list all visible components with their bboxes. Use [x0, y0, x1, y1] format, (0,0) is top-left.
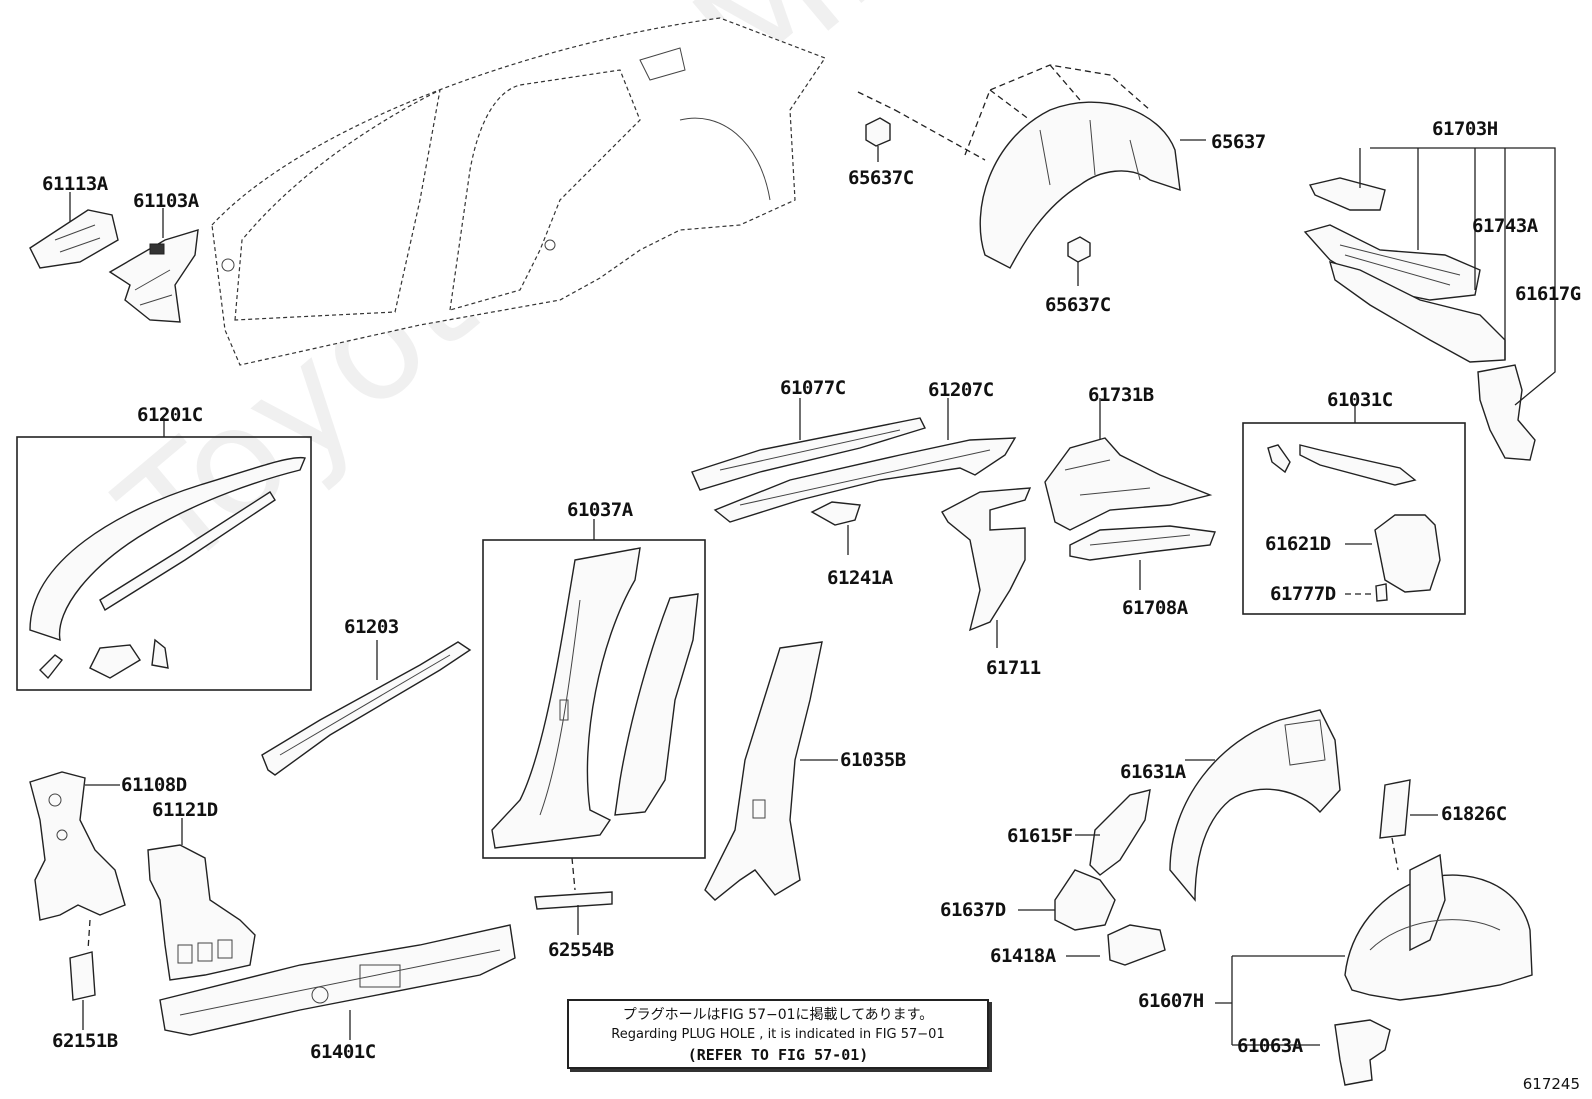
label-61031c[interactable]: 61031C: [1327, 389, 1393, 411]
rear-panel-group-drawing: [1303, 147, 1556, 461]
part-61708a-drawing: [1069, 525, 1216, 590]
part-61711-drawing: [941, 487, 1032, 648]
label-61241a[interactable]: 61241A: [827, 567, 893, 589]
part-61615f-drawing: [1075, 789, 1151, 876]
part-61103a-drawing: [108, 208, 199, 323]
label-65637c-lower[interactable]: 65637C: [1045, 294, 1111, 316]
label-61617g[interactable]: 61617G: [1515, 283, 1581, 305]
label-61703h[interactable]: 61703H: [1432, 118, 1498, 140]
label-61621d[interactable]: 61621D: [1265, 533, 1331, 555]
label-61637d[interactable]: 61637D: [940, 899, 1006, 921]
figure-code: 617245: [1522, 1075, 1580, 1093]
label-62554b[interactable]: 62554B: [548, 939, 614, 961]
label-61777d[interactable]: 61777D: [1270, 583, 1336, 605]
part-61241a-drawing: [810, 501, 861, 555]
part-61731b-drawing: [1044, 398, 1213, 531]
part-61121d-drawing: [147, 818, 256, 981]
wheel-arch-drawing: [1169, 709, 1341, 902]
label-65637c-upper[interactable]: 65637C: [848, 167, 914, 189]
rear-wheelhouse-drawing: [1215, 853, 1533, 1046]
part-61108d-drawing: [29, 771, 126, 951]
part-61637d-drawing: [1018, 869, 1116, 931]
box-61031c: [1242, 422, 1466, 615]
plug-hole-note: プラグホールはFIG 57−01に掲載してあります。 Regarding PLU…: [567, 999, 989, 1069]
label-65637[interactable]: 65637: [1211, 131, 1266, 153]
part-61777d-drawing: [1345, 583, 1388, 602]
note-reference: (REFER TO FIG 57-01): [687, 1046, 869, 1064]
roof-rail-61207c-drawing: [713, 398, 1017, 523]
label-61207c[interactable]: 61207C: [928, 379, 994, 401]
label-61108d[interactable]: 61108D: [121, 774, 187, 796]
roof-side-rail-drawing: [29, 456, 306, 680]
grommet-lower: [1067, 236, 1091, 286]
part-61203-drawing: [261, 640, 472, 776]
label-61615f[interactable]: 61615F: [1007, 825, 1073, 847]
label-61121d[interactable]: 61121D: [152, 799, 218, 821]
label-61607h[interactable]: 61607H: [1138, 990, 1204, 1012]
label-61711[interactable]: 61711: [986, 657, 1041, 679]
part-62151b-drawing: [69, 951, 96, 1030]
label-61731b[interactable]: 61731B: [1088, 384, 1154, 406]
part-61113a-drawing: [29, 192, 119, 269]
part-61621d-drawing: [1345, 514, 1441, 593]
part-62554b-drawing: [534, 857, 613, 935]
label-61631a[interactable]: 61631A: [1120, 761, 1186, 783]
label-61201c[interactable]: 61201C: [137, 404, 203, 426]
part-61063a-drawing: [1334, 1019, 1391, 1086]
fender-liner-drawing: [964, 64, 1206, 269]
note-english: Regarding PLUG HOLE , it is indicated in…: [611, 1027, 945, 1042]
center-pillar-drawing: [491, 547, 699, 849]
label-61077c[interactable]: 61077C: [780, 377, 846, 399]
note-japanese: プラグホールはFIG 57−01に掲載してあります。: [622, 1007, 934, 1023]
label-61708a[interactable]: 61708A: [1122, 597, 1188, 619]
label-61826c[interactable]: 61826C: [1441, 803, 1507, 825]
roof-rail-61077c-drawing: [691, 398, 926, 491]
label-61063a[interactable]: 61063A: [1237, 1035, 1303, 1057]
part-61035b-drawing: [704, 641, 838, 901]
label-61035b[interactable]: 61035B: [840, 749, 906, 771]
part-61826c-drawing: [1379, 779, 1438, 871]
grommet-upper: [857, 91, 986, 162]
body-side-outer-panel: [211, 17, 826, 366]
label-61113a[interactable]: 61113A: [42, 173, 108, 195]
label-61401c[interactable]: 61401C: [310, 1041, 376, 1063]
label-61418a[interactable]: 61418A: [990, 945, 1056, 967]
label-61037a[interactable]: 61037A: [567, 499, 633, 521]
part-61418a-drawing: [1066, 924, 1166, 966]
rocker-panel-drawing: [159, 924, 516, 1040]
part-61031c-drawing: [1267, 444, 1417, 486]
label-61103a[interactable]: 61103A: [133, 190, 199, 212]
label-61203[interactable]: 61203: [344, 616, 399, 638]
label-61743a[interactable]: 61743A: [1472, 215, 1538, 237]
label-62151b[interactable]: 62151B: [52, 1030, 118, 1052]
